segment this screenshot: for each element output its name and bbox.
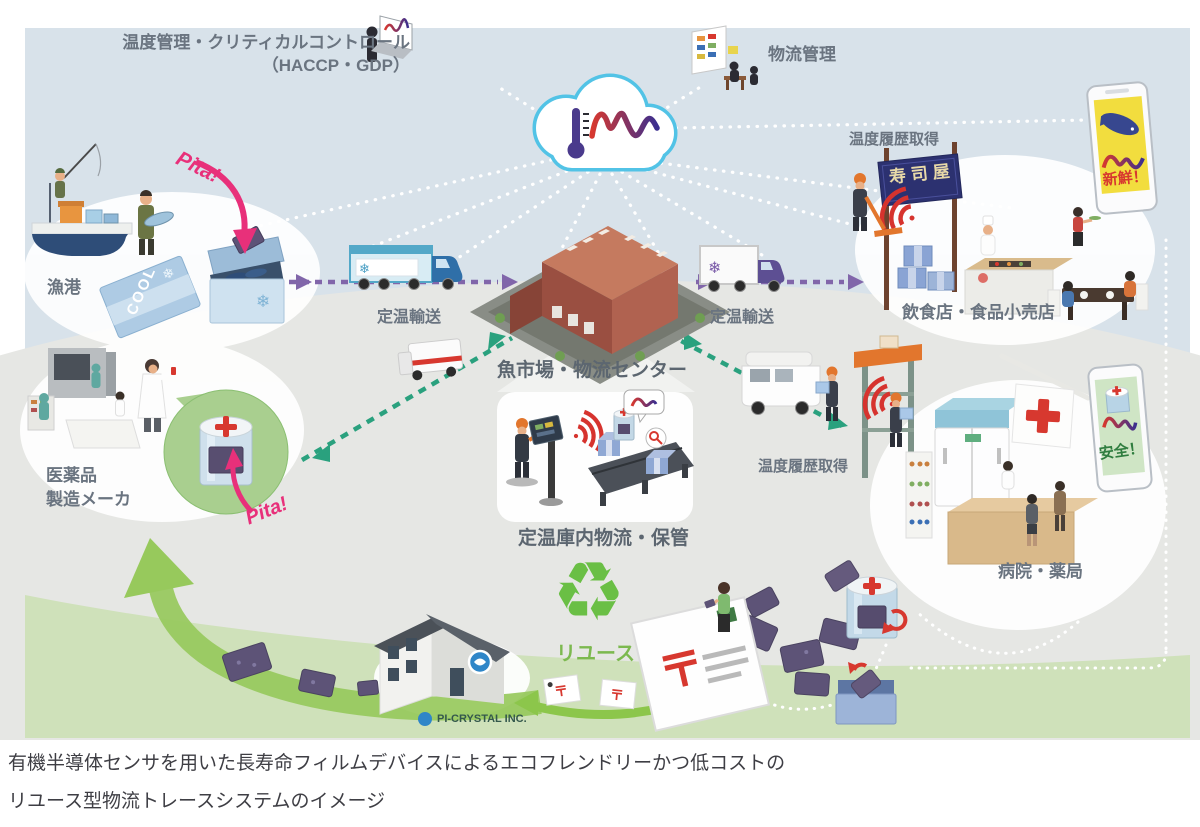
courier-icon [890, 392, 914, 447]
temperature-waveform-icon [589, 110, 660, 139]
delivery-truck-icon: ❄ [699, 245, 785, 292]
fish-box-icon: ❄ [207, 226, 285, 324]
waitress-icon [1073, 207, 1101, 246]
company-logo-icon [418, 712, 432, 726]
pharmacist-icon [1001, 461, 1015, 490]
restaurant-label: 飲食店・食品小売店 [902, 303, 1055, 322]
cold-storage-label: 定温庫内物流・保管 [518, 528, 690, 549]
snowflake-icon: ❄ [359, 261, 370, 276]
customer-icon [1026, 494, 1038, 546]
waveform-bubble-icon [623, 389, 665, 424]
snowflake-icon: ❄ [160, 264, 177, 283]
chef-counter-icon [964, 258, 1073, 315]
recycle-icon: ♻ [552, 547, 626, 638]
cloud-network-lines [248, 84, 1090, 260]
fish-market-label: 魚市場・物流センター [497, 360, 688, 381]
pita-arrow [194, 159, 257, 254]
laptop-analyst-icon [366, 15, 413, 62]
safe-phone-icon [1087, 363, 1153, 493]
cargo-boxes-icon [897, 245, 955, 291]
logistics-mgmt-label: 物流管理 [768, 45, 836, 64]
cool-box-lid-icon: ❄ [99, 255, 201, 339]
canister-on-belt-icon [613, 408, 635, 441]
caption-line2: リユース型物流トレースシステムのイメージ [8, 791, 386, 812]
scanner-worker-icon [506, 418, 541, 487]
temp-history-mid-label: 温度履歴取得 [758, 458, 849, 475]
reuse-label: リユース [556, 643, 635, 665]
snowflake-icon: ❄ [256, 292, 270, 311]
company-name: PI-CRYSTAL INC. [437, 713, 527, 725]
magnifier-bubble-icon [645, 427, 667, 449]
pharma-lab-icon [27, 348, 141, 449]
transport-right-label: 定温輸送 [710, 309, 775, 326]
hospital-label: 病院・薬局 [998, 562, 1083, 581]
scientist-icon [137, 359, 176, 432]
medicine-shelf-icon [905, 451, 933, 539]
medicine-fridge-icon [934, 398, 1027, 507]
reuse-green-arrow [124, 538, 663, 721]
mail-envelope-icon: 〒 [629, 596, 771, 732]
scanner-kiosk-icon [528, 415, 564, 506]
dining-table-icon [1047, 271, 1149, 320]
returned-box-icon [835, 662, 897, 725]
transport-left-label: 定温輸送 [377, 309, 442, 326]
medicine-bubble [163, 389, 289, 515]
conveyor-icon [588, 389, 694, 506]
temp-control-label-line2: （HACCP・GDP） [261, 56, 410, 75]
film-factory-house-icon [374, 614, 510, 715]
pallet-worker-icon [853, 173, 903, 237]
cargo-van-icon [741, 351, 821, 415]
returned-canister-icon [824, 560, 908, 639]
fishing-port-label: 漁港 [47, 278, 81, 297]
snowflake-icon: ❄ [708, 260, 721, 277]
mail-envelope-icon: 〒 [542, 674, 582, 706]
customer-icon [1054, 481, 1066, 531]
fisherman-icon [55, 143, 102, 198]
postal-mark-icon: 〒 [553, 682, 569, 700]
temp-history-top-label: 温度履歴取得 [849, 131, 940, 148]
postal-mark-icon: 〒 [654, 640, 711, 701]
postal-mark-icon: 〒 [609, 686, 625, 703]
mail-envelope-icon: 〒 [599, 678, 637, 710]
pharma-label-line1: 医薬品 [46, 466, 97, 485]
chef-icon [980, 215, 996, 256]
medical-van-icon [397, 338, 464, 381]
reuse-woman-icon [704, 582, 730, 632]
thermometer-icon [567, 108, 589, 159]
fresh-phone-icon [1086, 81, 1158, 215]
caption-line1: 有機半導体センサを用いた長寿命フィルムデバイスによるエコフレンドリーかつ低コスト… [8, 753, 786, 774]
cloud-icon [532, 73, 678, 172]
temp-control-label-line1: 温度管理・クリティカルコントロール [122, 33, 410, 52]
refrigerated-truck-icon: ❄ [349, 245, 463, 290]
pharma-label-line2: 製造メーカ [46, 490, 131, 509]
medicine-canister-icon [199, 416, 253, 486]
company-label: PI-CRYSTAL INC. [418, 712, 527, 726]
sensor-films [222, 586, 862, 698]
warehouse-building-icon [470, 226, 730, 384]
illustration-canvas: ❄ ❄ ❄ ❄ [0, 15, 1200, 740]
red-cross-flag-icon [999, 353, 1091, 449]
courier-icon [815, 366, 838, 421]
fish-holder-icon [138, 190, 174, 255]
logistics-office-icon [691, 25, 758, 90]
fishing-boat-icon [31, 183, 133, 256]
